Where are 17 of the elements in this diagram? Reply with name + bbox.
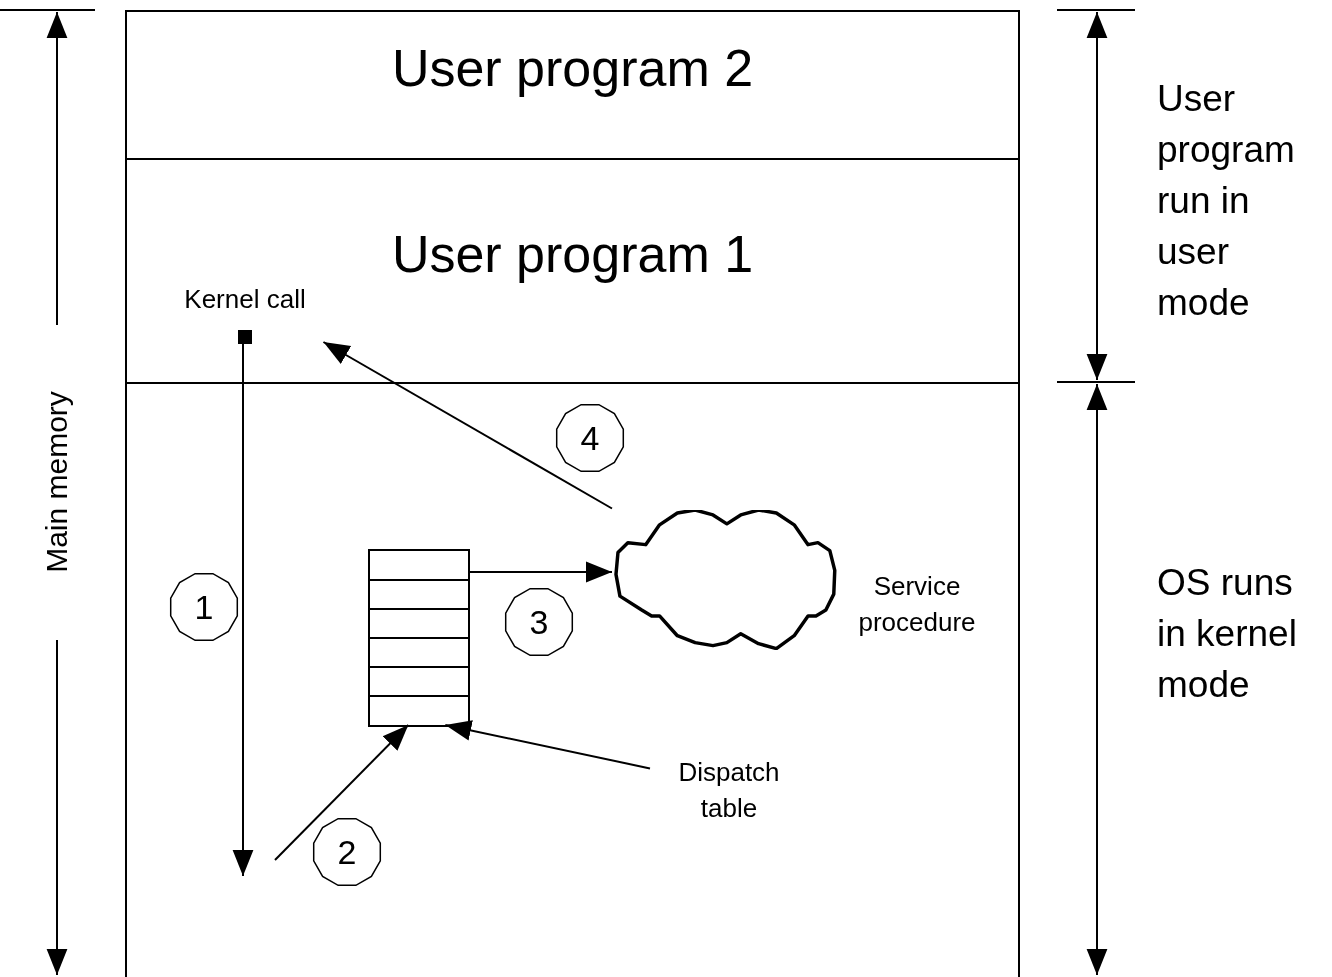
arrow bbox=[444, 720, 651, 770]
memory-region bbox=[125, 158, 1020, 382]
kernel-call-label: Kernel call bbox=[183, 284, 307, 314]
side-note: User program run in user mode bbox=[1157, 77, 1296, 325]
side-note: OS runs in kernel mode bbox=[1157, 561, 1298, 707]
region-title: User program 1 bbox=[391, 225, 754, 283]
dispatch-table bbox=[368, 549, 470, 727]
cloud-label: Service procedure bbox=[857, 570, 977, 639]
callout-text: Dispatch table bbox=[652, 754, 806, 830]
arrow bbox=[322, 341, 613, 510]
region-title: User program 2 bbox=[391, 39, 754, 97]
memory-region bbox=[125, 10, 1020, 158]
arrow bbox=[232, 341, 254, 877]
memory-region bbox=[125, 382, 1020, 977]
arrow bbox=[274, 724, 410, 861]
axis-label: Main memory bbox=[40, 391, 74, 573]
arrow bbox=[467, 561, 613, 583]
